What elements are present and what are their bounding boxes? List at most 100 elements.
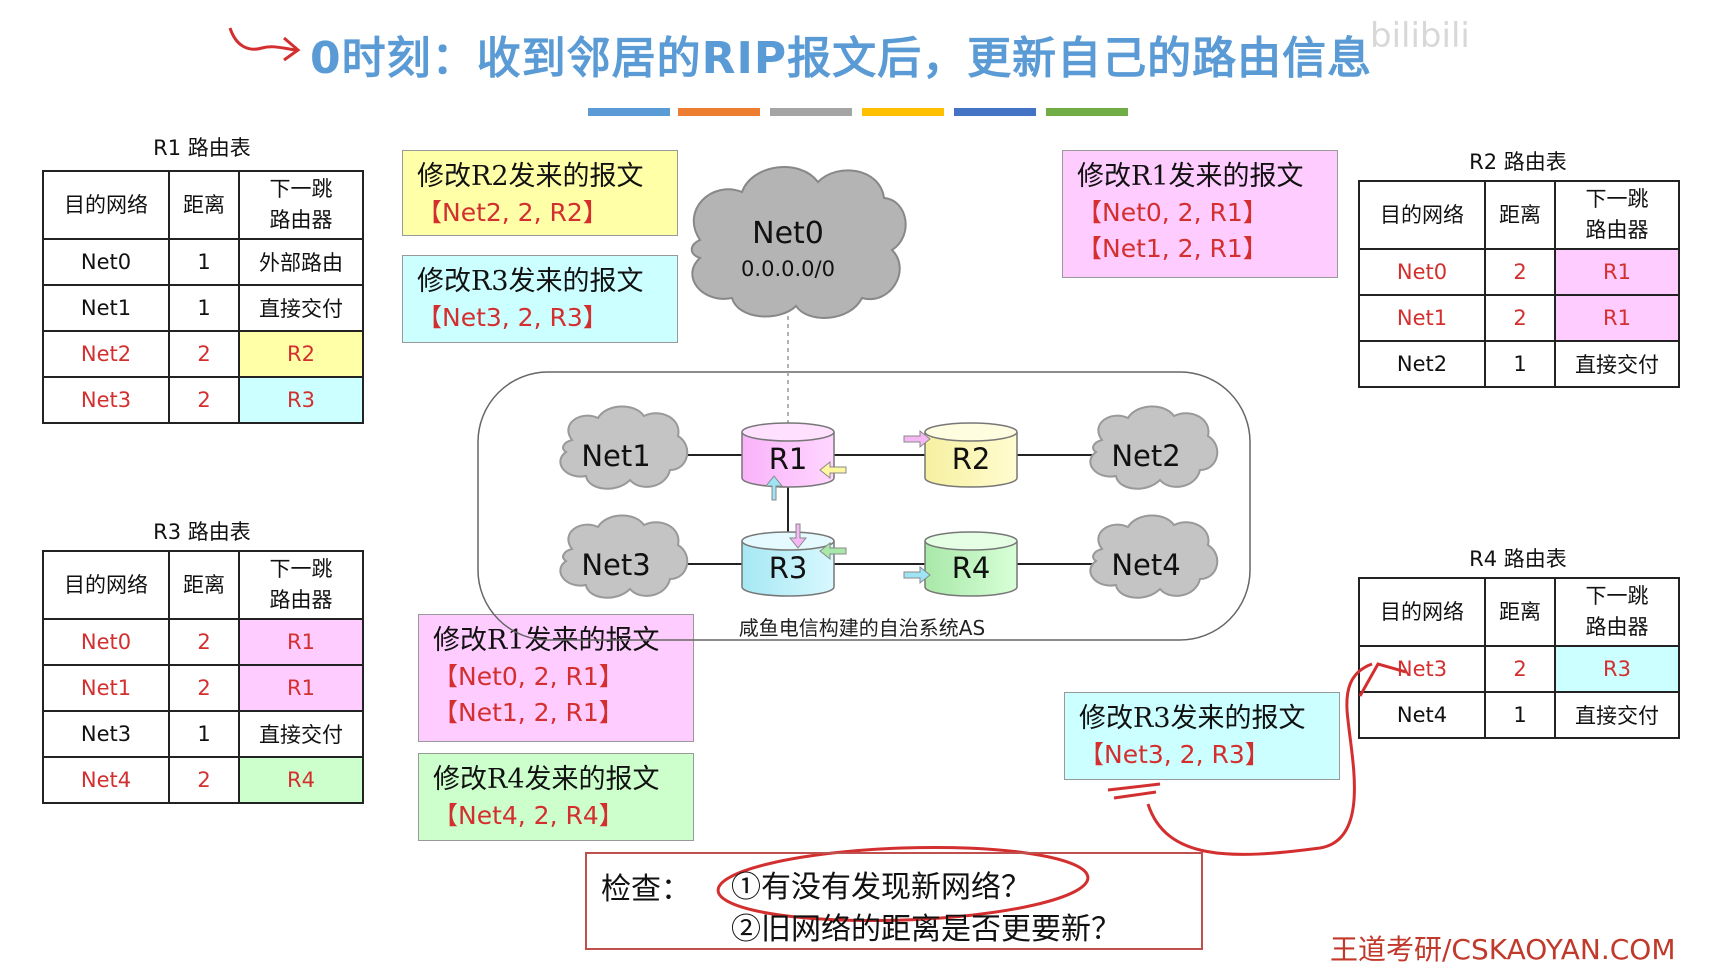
color-bar-5	[954, 108, 1036, 116]
table-row: Net1 1 直接交付	[42, 284, 364, 332]
cell-next: 直接交付	[238, 284, 364, 332]
table-row: Net0 2 R1	[42, 618, 364, 666]
cell-next: 直接交付	[1554, 340, 1680, 388]
cell-next: 外部路由	[238, 238, 364, 286]
color-bar-2	[678, 108, 760, 116]
header-dist: 距离	[168, 170, 240, 240]
cell-dest: Net2	[1358, 340, 1486, 388]
router-r2-icon	[924, 422, 1018, 488]
cell-dest: Net0	[42, 238, 170, 286]
header-next: 下一跳路由器	[1554, 180, 1680, 250]
cell-dist: 1	[1484, 691, 1556, 739]
r4-routing-table: 目的网络 距离 下一跳路由器 Net3 2 R3 Net4 1 直接交付	[1358, 577, 1680, 739]
message-entry: 【Net3, 2, R3】	[417, 303, 608, 332]
router-r4-label: R4	[952, 551, 991, 585]
header-dest: 目的网络	[1358, 180, 1486, 250]
r1-routing-table: 目的网络 距离 下一跳路由器 Net0 1 外部路由 Net1 1 直接交付 N…	[42, 170, 364, 424]
cell-dest: Net1	[1358, 294, 1486, 342]
message-r3-from-r1: 修改R1发来的报文 【Net0, 2, R1】 【Net1, 2, R1】	[418, 614, 694, 742]
as-boundary	[477, 371, 1251, 641]
cell-dist: 1	[168, 284, 240, 332]
check-question-2: ②旧网络的距离是否更要新？	[731, 912, 1121, 947]
router-r3-icon	[741, 531, 835, 597]
cell-next: R1	[1554, 294, 1680, 342]
cell-dest: Net2	[42, 330, 170, 378]
arrow-r2-to-r1-icon	[819, 460, 847, 480]
table-row: Net3 2 R3	[42, 376, 364, 424]
cell-dist: 1	[1484, 340, 1556, 388]
watermark: bilibili	[1370, 16, 1470, 56]
message-entry: 【Net1, 2, R1】	[1077, 234, 1268, 263]
header-next: 下一跳路由器	[238, 550, 364, 620]
message-entry: 【Net4, 2, R4】	[433, 801, 624, 830]
color-bar-6	[1046, 108, 1128, 116]
table-row: Net1 2 R1	[42, 664, 364, 712]
cell-next: R4	[238, 756, 364, 804]
r3-routing-table: 目的网络 距离 下一跳路由器 Net0 2 R1 Net1 2 R1 Net3 …	[42, 550, 364, 804]
message-r1-from-r3: 修改R3发来的报文 【Net3, 2, R3】	[402, 255, 678, 343]
message-entry: 【Net0, 2, R1】	[433, 662, 624, 691]
table-row: Net2 2 R2	[42, 330, 364, 378]
header-dist: 距离	[1484, 577, 1556, 647]
check-question-1: ①有没有发现新网络？	[731, 870, 1031, 905]
cell-dist: 2	[1484, 645, 1556, 693]
as-label: 咸鱼电信构建的自治系统AS	[739, 616, 985, 640]
check-box: 检查： ①有没有发现新网络？ ②旧网络的距离是否更要新？	[585, 852, 1203, 950]
message-r1-from-r2: 修改R2发来的报文 【Net2, 2, R2】	[402, 150, 678, 236]
cell-next: 直接交付	[1554, 691, 1680, 739]
net3-label: Net3	[581, 548, 650, 582]
arrowhead-annotation	[1358, 662, 1407, 697]
page-title: 0时刻：收到邻居的RIP报文后，更新自己的路由信息	[310, 33, 1373, 84]
router-r1-label: R1	[769, 442, 808, 476]
r2-table-title: R2 路由表	[1469, 150, 1567, 174]
net0-address: 0.0.0.0/0	[741, 257, 835, 281]
cell-dist: 2	[168, 664, 240, 712]
arrow-r4-to-r3-icon	[819, 541, 847, 561]
header-dist: 距离	[1484, 180, 1556, 250]
net1-label: Net1	[581, 439, 650, 473]
cell-dest: Net1	[42, 284, 170, 332]
net4-label: Net4	[1111, 548, 1180, 582]
arrow-r3-to-r1-icon	[764, 475, 784, 501]
table-row: Net1 2 R1	[1358, 294, 1680, 342]
net1-cloud-icon	[559, 405, 689, 490]
cell-dist: 2	[1484, 248, 1556, 296]
net3-cloud-icon	[559, 514, 689, 599]
net4-cloud-icon	[1089, 514, 1219, 599]
circle-annotation	[716, 845, 1090, 923]
cell-next: R1	[238, 664, 364, 712]
cell-dist: 2	[168, 756, 240, 804]
cell-dest: Net3	[42, 376, 170, 424]
table-row: Net3 2 R3	[1358, 645, 1680, 693]
table-row: Net0 2 R1	[1358, 248, 1680, 296]
message-entry: 【Net3, 2, R3】	[1079, 740, 1270, 769]
table-row: Net3 1 直接交付	[42, 710, 364, 758]
cell-next: 直接交付	[238, 710, 364, 758]
net0-label: Net0	[752, 216, 824, 251]
red-arrow-doodle-icon	[228, 27, 301, 62]
message-title: 修改R4发来的报文	[433, 764, 660, 795]
cell-dest: Net0	[42, 618, 170, 666]
cell-dest: Net1	[42, 664, 170, 712]
message-title: 修改R3发来的报文	[417, 266, 644, 297]
cell-next: R1	[238, 618, 364, 666]
message-title: 修改R2发来的报文	[417, 161, 644, 192]
message-r2-from-r1: 修改R1发来的报文 【Net0, 2, R1】 【Net1, 2, R1】	[1062, 150, 1338, 278]
cell-dest: Net0	[1358, 248, 1486, 296]
header-dest: 目的网络	[1358, 577, 1486, 647]
r4-table-title: R4 路由表	[1469, 547, 1567, 571]
message-r3-from-r4: 修改R4发来的报文 【Net4, 2, R4】	[418, 753, 694, 841]
message-title: 修改R1发来的报文	[1077, 161, 1304, 192]
net2-label: Net2	[1111, 439, 1180, 473]
message-title: 修改R3发来的报文	[1079, 703, 1306, 734]
cell-dist: 1	[168, 238, 240, 286]
cell-dist: 2	[168, 330, 240, 378]
cell-next: R1	[1554, 248, 1680, 296]
arrow-r1-to-r3-icon	[788, 523, 808, 549]
table-row: Net4 2 R4	[42, 756, 364, 804]
table-row: Net2 1 直接交付	[1358, 340, 1680, 388]
r1-table-title: R1 路由表	[153, 136, 251, 160]
underline-annotation	[1107, 782, 1161, 800]
color-bar-3	[770, 108, 852, 116]
